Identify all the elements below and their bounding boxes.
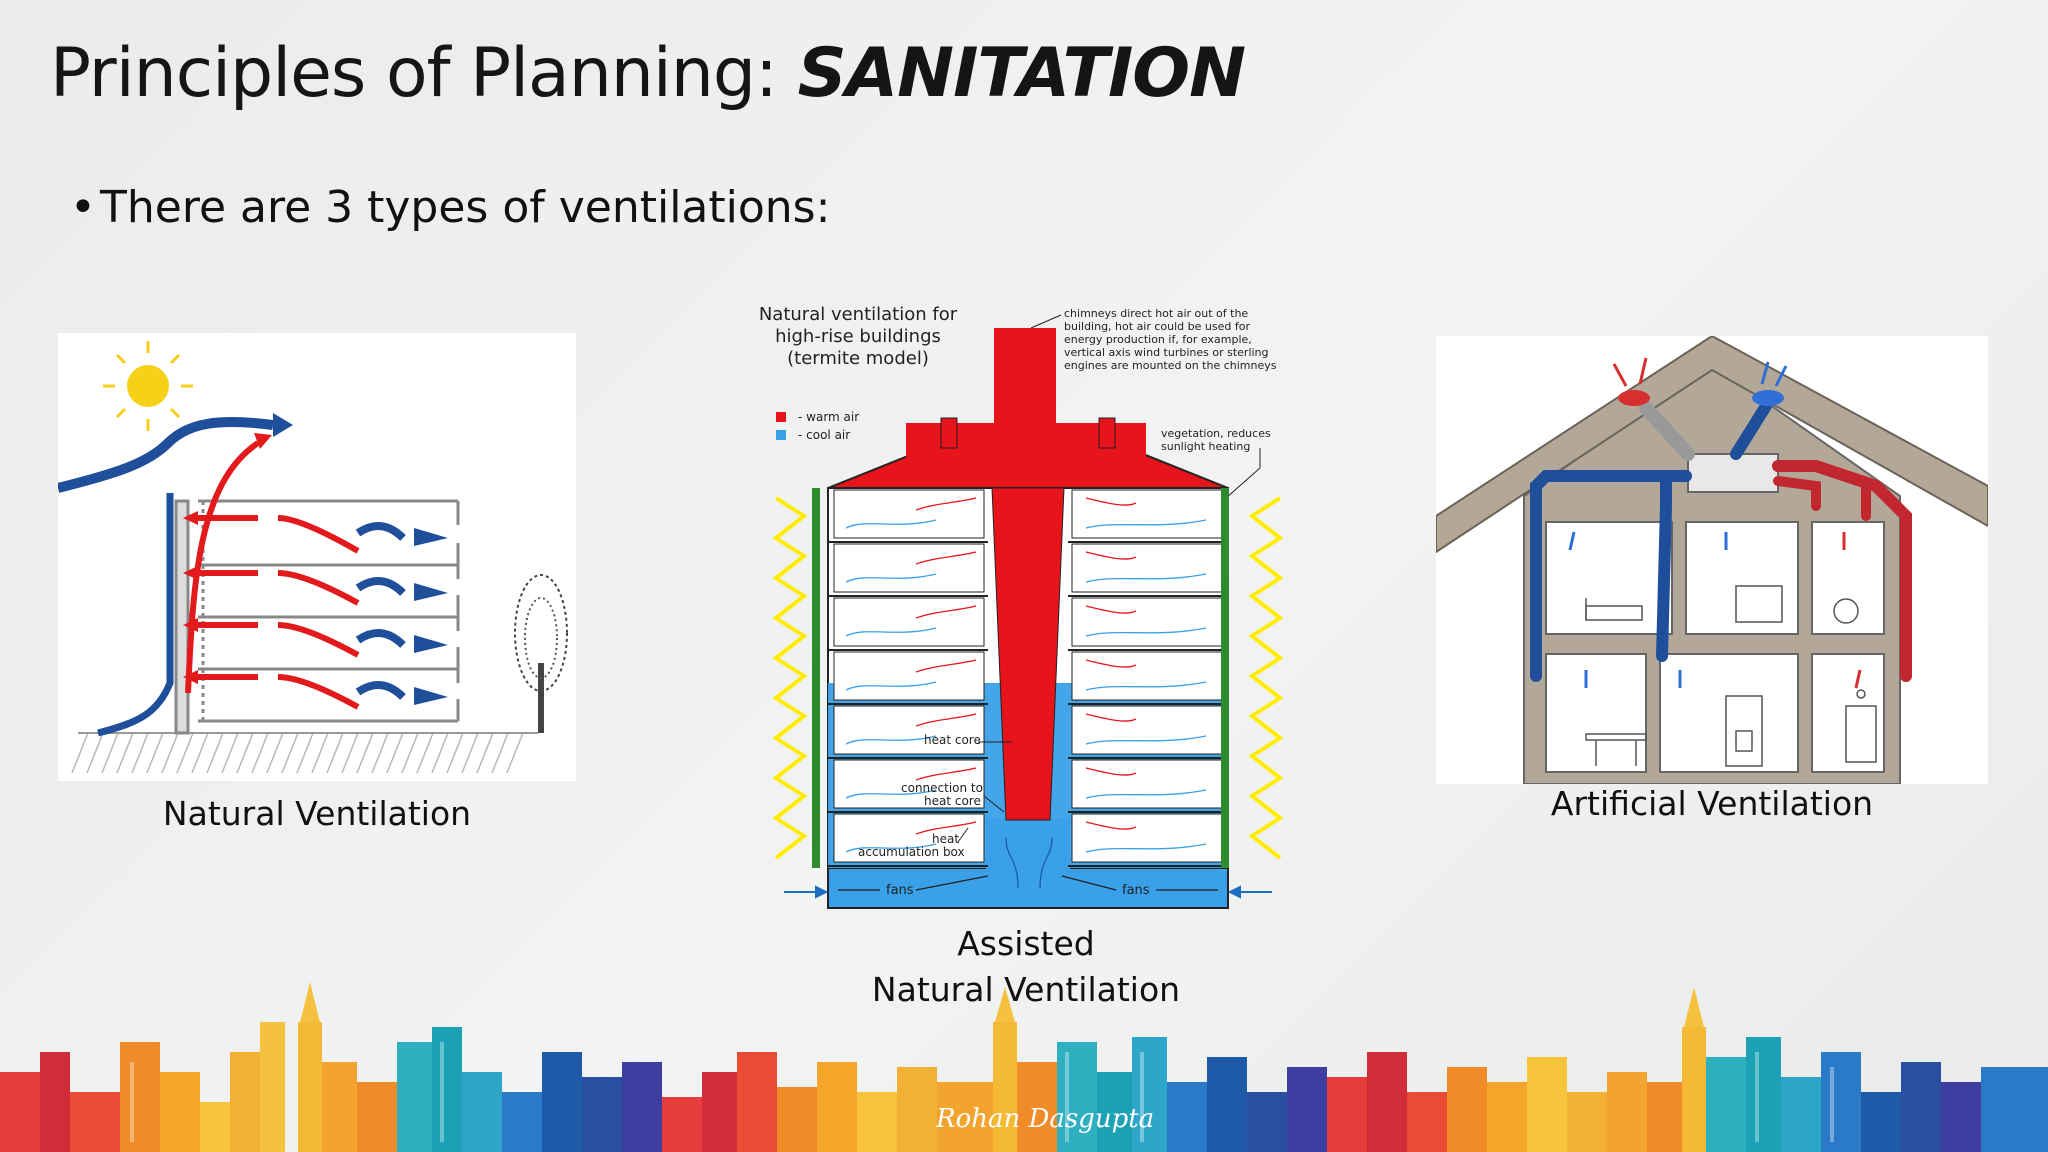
floor-slabs xyxy=(828,541,1228,867)
sunlight-zigzags xyxy=(772,496,1284,860)
fans-left-label: fans xyxy=(886,883,914,898)
natural-ventilation-image xyxy=(58,333,576,781)
chimney-note-line: chimneys direct hot air out of the xyxy=(1064,307,1248,320)
accumulation-label-2: accumulation box xyxy=(858,845,965,859)
assisted-ventilation-diagram: Natural ventilation for high-rise buildi… xyxy=(759,304,1284,909)
air-ducts xyxy=(1530,400,1912,682)
accumulation-label-1: heat xyxy=(932,832,959,846)
exhaust-vent-icon xyxy=(1618,390,1650,406)
author-signature: Rohan Dasgupta xyxy=(936,1104,1155,1134)
bullet-point: •There are 3 types of ventilations: xyxy=(70,182,830,233)
heat-core xyxy=(991,487,1065,821)
building-section xyxy=(174,499,460,735)
ventilation-unit xyxy=(1687,453,1779,493)
chimney-note: chimneys direct hot air out of the build… xyxy=(1030,307,1277,372)
artificial-ventilation-image xyxy=(1436,336,1988,784)
slide-title: Principles of Planning: SANITATION xyxy=(50,34,1246,113)
vegetation-note: vegetation, reduces sunlight heating xyxy=(1161,427,1271,499)
artificial-ventilation-caption: Artificial Ventilation xyxy=(1436,781,1988,827)
legend-cool-swatch xyxy=(776,430,786,440)
furniture-icons xyxy=(1585,585,1877,767)
legend-warm-label: - warm air xyxy=(798,410,859,424)
connection-label-2: heat core xyxy=(924,794,981,808)
assisted-ventilation-caption: Assisted Natural Ventilation xyxy=(756,921,1296,1013)
diagram-title-2: high-rise buildings xyxy=(775,326,941,347)
skyline-buildings xyxy=(0,982,2048,1152)
bullet-text: There are 3 types of ventilations: xyxy=(100,182,831,233)
tree-icon xyxy=(514,574,568,733)
diagram-title-3: (termite model) xyxy=(787,348,929,369)
vegetation-right xyxy=(1221,488,1229,868)
natural-caption-text: Natural Ventilation xyxy=(162,794,472,833)
natural-ventilation-caption: Natural Ventilation xyxy=(58,791,576,837)
assisted-ventilation-image: Natural ventilation for high-rise buildi… xyxy=(756,298,1296,918)
assisted-caption-line2: Natural Ventilation xyxy=(871,970,1181,1009)
floor-air-flows xyxy=(183,511,448,710)
roof-air-arrow xyxy=(58,417,274,493)
chimney-note-line: vertical axis wind turbines or sterling xyxy=(1064,346,1269,359)
heat-core-label: heat core xyxy=(924,733,981,747)
chimney-note-line: engines are mounted on the chimneys xyxy=(1064,359,1277,372)
chimney-note-line: building, hot air could be used for xyxy=(1064,320,1250,333)
vegetation-note-line: vegetation, reduces xyxy=(1161,427,1271,440)
roof xyxy=(1436,336,1988,554)
artificial-caption-text: Artificial Ventilation xyxy=(1550,784,1874,823)
natural-ventilation-diagram xyxy=(58,341,568,774)
assisted-caption-line1: Assisted xyxy=(957,924,1095,963)
artificial-ventilation-diagram xyxy=(1436,336,1988,784)
diagram-title-1: Natural ventilation for xyxy=(759,304,958,325)
room-airflows xyxy=(845,497,1207,853)
slide-title-emphasis: SANITATION xyxy=(797,34,1246,113)
slide-title-main: Principles of Planning: xyxy=(50,34,798,113)
chimney-note-line: energy production if, for example, xyxy=(1064,333,1252,346)
connection-label-1: connection to xyxy=(901,781,983,795)
fans-right-label: fans xyxy=(1122,883,1150,898)
legend-cool-label: - cool air xyxy=(798,428,850,442)
vegetation-note-line: sunlight heating xyxy=(1161,440,1250,453)
ground-hatch xyxy=(71,732,524,774)
bullet-dot-icon: • xyxy=(70,182,96,233)
intake-vent-icon xyxy=(1752,390,1784,406)
vegetation-left xyxy=(812,488,820,868)
legend-warm-swatch xyxy=(776,412,786,422)
sun-icon xyxy=(103,341,193,431)
city-skyline-footer xyxy=(0,982,2048,1152)
